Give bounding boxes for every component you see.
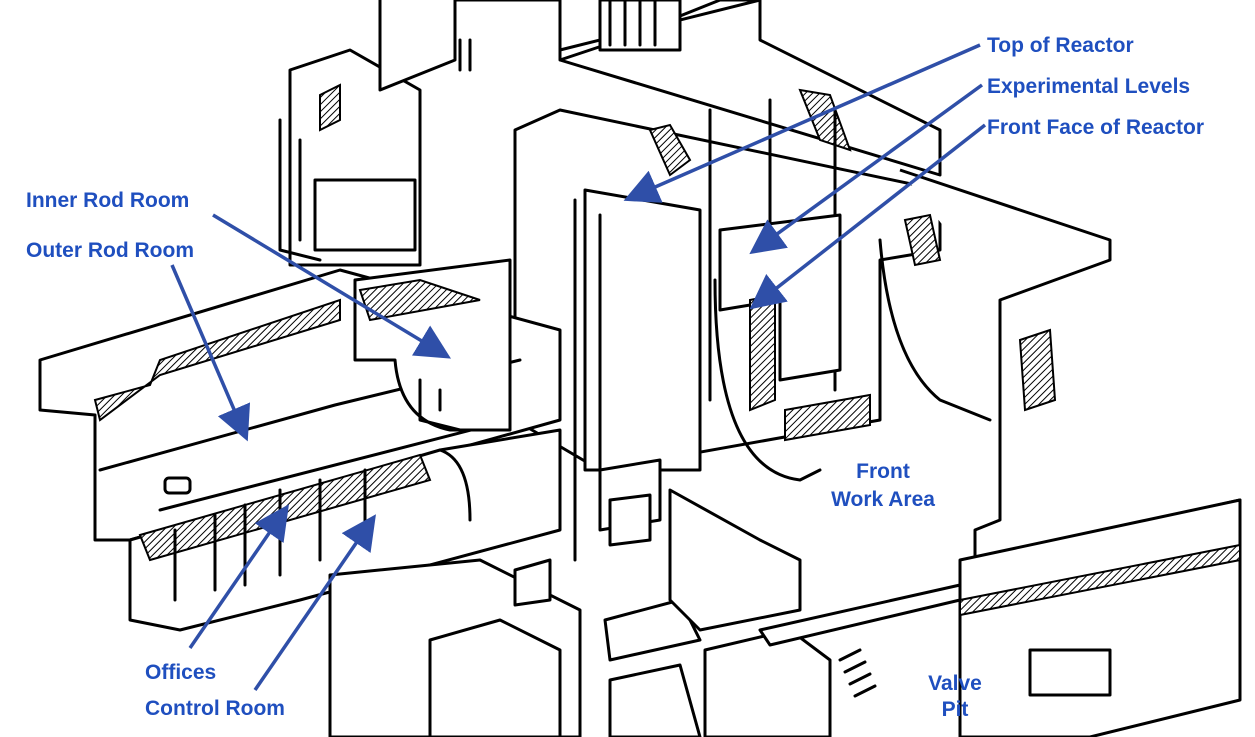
label-top-of-reactor: Top of Reactor <box>987 34 1134 57</box>
label-arrows <box>170 43 987 691</box>
label-front-work-area: Front Work Area <box>823 460 943 512</box>
label-inner-rod-room: Inner Rod Room <box>26 189 190 212</box>
label-front-work-area-line2: Work Area <box>831 488 935 511</box>
arrow-top-of-reactor <box>623 43 981 203</box>
right-wing <box>878 168 1242 737</box>
label-control-room: Control Room <box>145 697 285 720</box>
label-valve-pit: Valve Pit <box>915 672 995 722</box>
arrow-inner-rod-room <box>212 213 451 359</box>
arrow-outer-rod-room <box>170 264 251 442</box>
label-valve-pit-line1: Valve <box>928 672 982 695</box>
label-front-work-area-line1: Front <box>856 460 910 483</box>
label-front-face-of-reactor: Front Face of Reactor <box>987 116 1205 139</box>
label-offices: Offices <box>145 661 217 684</box>
arrow-front-face <box>749 123 987 310</box>
label-outer-rod-room: Outer Rod Room <box>26 239 194 262</box>
upper-tower <box>278 0 942 267</box>
arrow-offices <box>188 504 289 649</box>
label-valve-pit-line2: Pit <box>941 698 969 721</box>
arrow-experimental-levels <box>749 83 984 255</box>
label-experimental-levels: Experimental Levels <box>987 75 1191 98</box>
arrow-control-room <box>253 514 376 691</box>
lower-rooms <box>328 458 962 737</box>
